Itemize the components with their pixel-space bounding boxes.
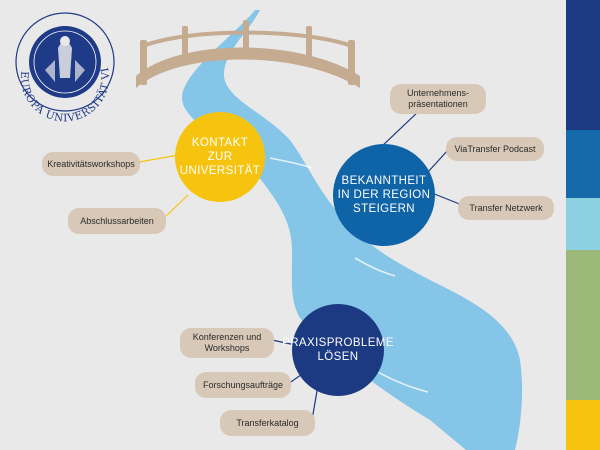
hub-praxis: PRAXISPROBLEME LÖSEN: [282, 304, 393, 396]
university-seal: EUROPA UNIVERSITÄT VIADRINA: [0, 0, 115, 125]
hub-bekanntheit: BEKANNTHEIT IN DER REGION STEIGERN: [333, 144, 435, 246]
band-navy: [566, 0, 600, 130]
item-forschungsauftraege: Forschungsaufträge: [195, 372, 291, 398]
item-abschlussarbeiten: Abschlussarbeiten: [68, 208, 166, 234]
hub-bekanntheit-label: BEKANNTHEIT IN DER REGION STEIGERN: [337, 175, 431, 215]
item-transfer-netzwerk: Transfer Netzwerk: [458, 196, 554, 220]
bridge: [136, 20, 360, 88]
band-light-blue: [566, 198, 600, 250]
item-kreativitaetsworkshops: Kreativitätsworkshops: [42, 152, 140, 176]
band-green: [566, 250, 600, 400]
band-yellow: [566, 400, 600, 450]
hub-kontakt: KONTAKT ZUR UNIVERSITÄT: [175, 112, 265, 202]
item-transferkatalog: Transferkatalog: [220, 410, 315, 436]
hub-kontakt-label: KONTAKT ZUR UNIVERSITÄT: [179, 137, 261, 177]
band-blue: [566, 130, 600, 198]
hub-praxis-label: PRAXISPROBLEME LÖSEN: [282, 337, 394, 363]
item-konferenzen-workshops: Konferenzen und Workshops: [180, 328, 274, 358]
item-unternehmenspraesentationen: Unternehmens- präsentationen: [390, 84, 486, 114]
item-viatransfer-podcast: ViaTransfer Podcast: [446, 137, 544, 161]
